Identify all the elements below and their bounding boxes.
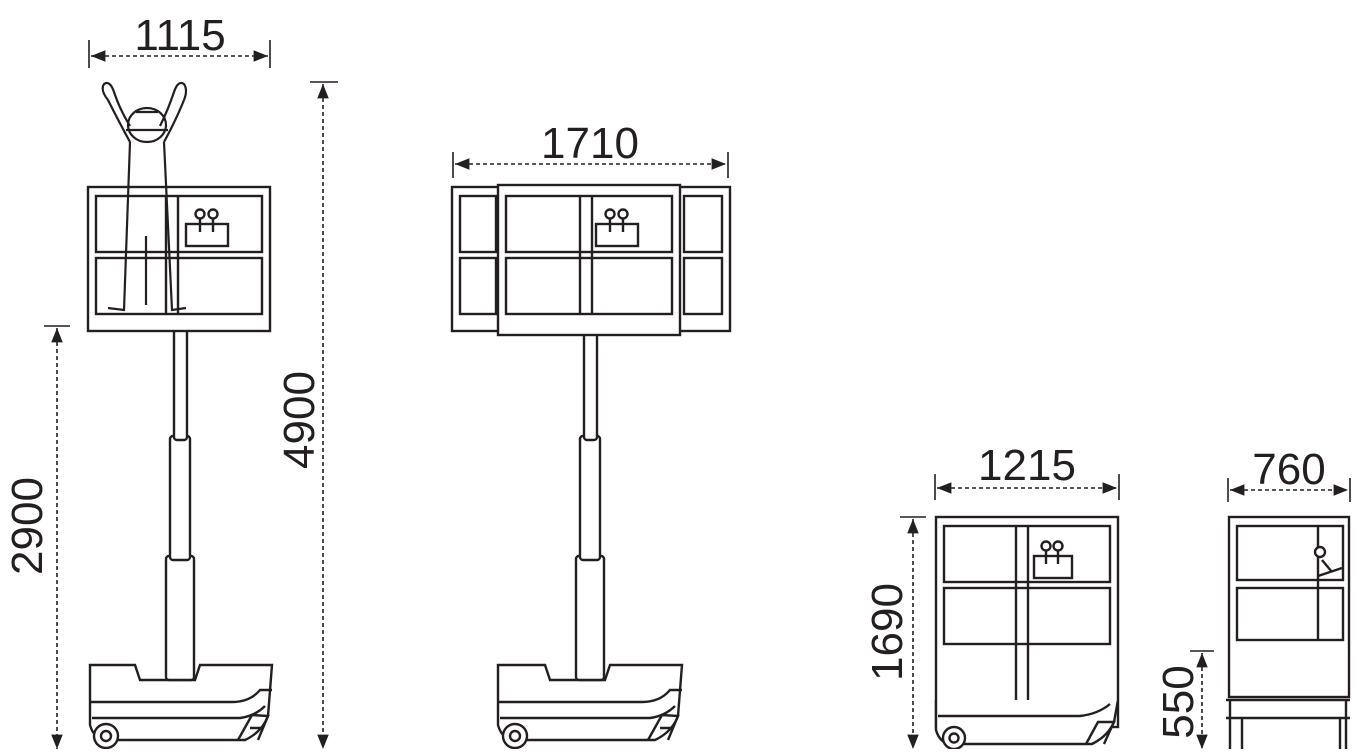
rear-wheel-hub xyxy=(948,732,960,744)
mast-section-bottom xyxy=(164,554,196,682)
cage-gate xyxy=(164,196,180,314)
dim-ext-line xyxy=(88,40,271,68)
joystick-knob-icon xyxy=(604,208,616,220)
operator-right-arm xyxy=(159,81,188,143)
platform-cage xyxy=(496,183,682,337)
figure-raised-front-extended xyxy=(450,183,732,750)
dim-label-stowed-height: 1690 xyxy=(863,583,912,681)
joystick-knob-icon xyxy=(207,208,219,220)
dimension-labels: 1115 1710 2900 4900 1215 1690 760 550 xyxy=(3,11,1326,739)
cage-panel xyxy=(458,256,498,316)
dim-ext-line xyxy=(934,474,1120,500)
joystick-stems xyxy=(1044,550,1060,564)
operator-torso xyxy=(107,141,187,312)
figure-raised-front-with-operator xyxy=(86,81,274,750)
dim-label-raised-width: 1115 xyxy=(134,11,225,60)
side-control-lever xyxy=(1317,559,1343,578)
dim-label-side-height: 550 xyxy=(1154,665,1203,738)
cage-panel xyxy=(504,256,674,316)
dim-label-side-width: 760 xyxy=(1252,445,1325,494)
figure-stowed-front xyxy=(934,515,1120,751)
dim-label-platform-height: 2900 xyxy=(3,477,52,575)
cage-panel xyxy=(504,194,674,254)
dim-label-working-height: 4900 xyxy=(275,371,324,469)
control-box xyxy=(1032,554,1074,580)
base-chassis-trim xyxy=(938,703,1111,718)
dim-label-stowed-width: 1215 xyxy=(978,441,1076,490)
cage-gate xyxy=(1014,526,1030,712)
figure-stowed-side xyxy=(1226,515,1351,749)
cage-panel xyxy=(458,194,498,254)
joystick-stems xyxy=(608,218,625,232)
cage-panel xyxy=(682,194,724,254)
front-caster xyxy=(1084,720,1116,745)
joystick-knob-icon xyxy=(1040,540,1052,552)
dimension-lines xyxy=(44,40,1351,749)
platform-cage xyxy=(1227,515,1351,699)
operator-figure-icon xyxy=(101,81,188,312)
rear-wheel-hub xyxy=(508,729,522,743)
cage-panel xyxy=(1235,524,1345,582)
operator-helmet-brim xyxy=(126,110,168,132)
dim-label-extended-width: 1710 xyxy=(541,119,639,168)
cage-panel xyxy=(1235,586,1345,642)
dim-ext-line xyxy=(1227,478,1351,502)
cage-gate xyxy=(578,196,594,314)
joystick-knob-icon xyxy=(1052,540,1064,552)
mast-section-bottom xyxy=(574,554,606,682)
operator-helmet xyxy=(126,106,168,144)
control-box xyxy=(184,222,230,248)
cage-panel xyxy=(682,256,724,316)
mast-section-middle xyxy=(578,434,602,562)
front-caster xyxy=(646,713,680,741)
control-box xyxy=(594,222,640,248)
joystick-knob-icon xyxy=(617,208,629,220)
operator-left-arm xyxy=(101,81,131,143)
side-joystick-knob-icon xyxy=(1313,545,1327,559)
rear-wheel-hub xyxy=(99,729,113,743)
joystick-stems xyxy=(198,218,215,232)
mast-section-top xyxy=(172,328,189,442)
dim-ext-line xyxy=(452,152,729,178)
front-caster xyxy=(236,713,270,741)
mast-section-middle xyxy=(168,434,192,562)
mast-section-top xyxy=(582,328,599,442)
joystick-knob-icon xyxy=(194,208,206,220)
side-base-frame xyxy=(1226,698,1350,749)
